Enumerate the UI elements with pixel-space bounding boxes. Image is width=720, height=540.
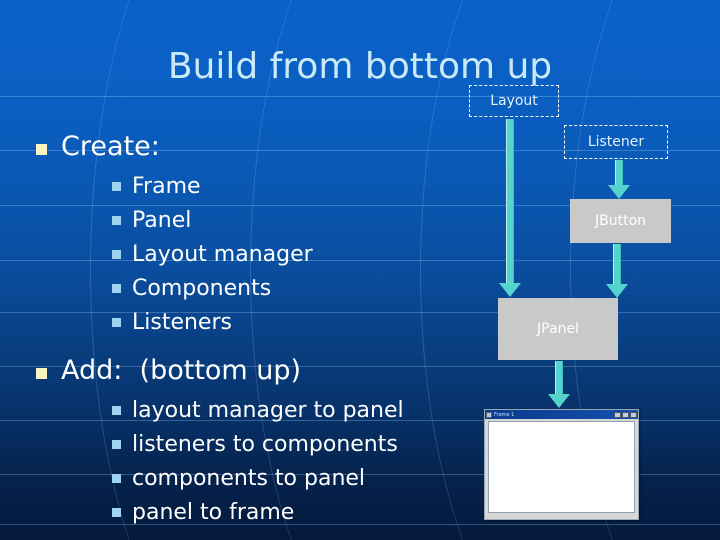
- arrow-jpanel-to-frame: [548, 361, 570, 408]
- bullet-square-icon: [36, 368, 47, 379]
- frame-window-mockup: Frame 1: [484, 409, 639, 520]
- bullet-level2-label: panel to frame: [132, 500, 295, 525]
- frame-window-titlebar: Frame 1: [485, 410, 638, 419]
- bullet-level2-label: Panel: [132, 208, 192, 233]
- bullet-square-icon: [112, 284, 121, 293]
- diagram-node-jbutton-label: JButton: [594, 213, 647, 229]
- diagram-node-listener-label: Listener: [587, 134, 645, 150]
- bullet-level1-label: Create:: [61, 131, 160, 162]
- bullet-square-icon: [112, 474, 121, 483]
- frame-window-title: Frame 1: [494, 411, 515, 418]
- arrow-layout-to-jpanel: [499, 119, 521, 297]
- maximize-icon[interactable]: [622, 411, 629, 418]
- meridian-arc: [420, 0, 720, 540]
- bullet-level2-label: Components: [132, 276, 272, 301]
- arrow-listener-to-jbutton: [608, 160, 630, 199]
- bullet-level2: listeners to components: [112, 428, 470, 462]
- bullet-level2-label: listeners to components: [132, 432, 398, 457]
- bullet-square-icon: [112, 216, 121, 225]
- bullet-level2-label: layout manager to panel: [132, 398, 404, 423]
- bullet-square-icon: [112, 182, 121, 191]
- diagram-node-listener: Listener: [564, 125, 668, 159]
- bullet-level2: components to panel: [112, 462, 470, 496]
- bullet-level2: Panel: [112, 204, 470, 238]
- bullet-sublist: layout manager to panel listeners to com…: [0, 394, 470, 530]
- bullet-square-icon: [36, 144, 47, 155]
- bullet-square-icon: [112, 440, 121, 449]
- bullet-level2-label: components to panel: [132, 466, 366, 491]
- meridian-arc: [570, 0, 720, 540]
- window-app-icon: [486, 411, 492, 418]
- bullet-level1-label: Add: (bottom up): [61, 355, 302, 386]
- arrow-jbutton-to-jpanel: [606, 244, 628, 298]
- bullet-level2: Frame: [112, 170, 470, 204]
- bullet-sublist: Frame Panel Layout manager Components Li…: [0, 170, 470, 340]
- bullet-level2: Listeners: [112, 306, 470, 340]
- diagram-node-jpanel: JPanel: [498, 298, 618, 360]
- diagram-node-layout: Layout: [469, 85, 559, 117]
- diagram-node-layout-label: Layout: [490, 93, 538, 109]
- meridian-arc: [90, 0, 420, 540]
- bullet-level1: Create:: [36, 128, 470, 166]
- bullet-level2: layout manager to panel: [112, 394, 470, 428]
- bullet-level2-label: Listeners: [132, 310, 232, 335]
- window-controls: [614, 411, 637, 418]
- bullet-level2: Components: [112, 272, 470, 306]
- slide-title: Build from bottom up: [167, 46, 553, 87]
- bullet-level2: Layout manager: [112, 238, 470, 272]
- bullet-level2: panel to frame: [112, 496, 470, 530]
- diagram-node-jpanel-label: JPanel: [537, 321, 579, 337]
- bullet-level1: Add: (bottom up): [36, 352, 470, 390]
- bullet-square-icon: [112, 318, 121, 327]
- meridian-arc: [250, 0, 600, 540]
- bullet-square-icon: [112, 250, 121, 259]
- bullet-body: Create: Frame Panel Layout manager Compo…: [0, 128, 470, 530]
- bullet-level2-label: Layout manager: [132, 242, 313, 267]
- bullet-square-icon: [112, 508, 121, 517]
- diagram-node-jbutton: JButton: [570, 199, 671, 243]
- frame-window-client-area: [488, 421, 635, 513]
- bullet-level2-label: Frame: [132, 174, 201, 199]
- close-icon[interactable]: [630, 411, 637, 418]
- minimize-icon[interactable]: [614, 411, 621, 418]
- bullet-square-icon: [112, 406, 121, 415]
